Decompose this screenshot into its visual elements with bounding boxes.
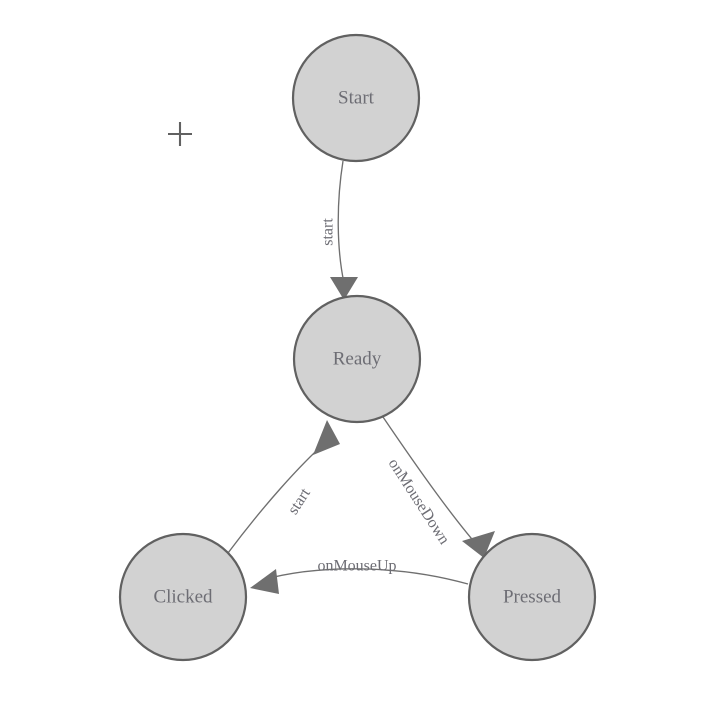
node-pressed-circle xyxy=(467,532,597,662)
arrowhead-into-pressed xyxy=(462,531,495,558)
edge-label-start-return: start xyxy=(285,485,315,518)
edge-path-start-to-ready xyxy=(337,160,345,284)
node-start-circle xyxy=(291,33,421,163)
edge-label-start: start xyxy=(320,218,337,246)
node-clicked[interactable]: Clicked xyxy=(118,532,248,662)
node-start-label: Start xyxy=(338,87,375,108)
node-pressed-label: Pressed xyxy=(503,586,562,607)
node-ready-circle xyxy=(292,294,422,424)
arrowhead-into-ready-top xyxy=(330,277,358,300)
node-ready-label: Ready xyxy=(333,348,382,369)
edge-clicked-to-ready[interactable]: start xyxy=(227,420,340,554)
node-ready[interactable]: Ready xyxy=(292,294,422,424)
edge-start-to-ready[interactable]: start xyxy=(320,160,358,300)
edge-label-onmouseup: onMouseUp xyxy=(317,558,396,575)
crosshair-icon xyxy=(168,122,192,146)
node-start[interactable]: Start xyxy=(291,33,421,163)
node-clicked-circle xyxy=(118,532,248,662)
arrowhead-into-ready-bottom xyxy=(313,420,340,455)
edge-pressed-to-clicked[interactable]: onMouseUp xyxy=(250,558,469,594)
node-clicked-label: Clicked xyxy=(153,586,213,607)
arrowhead-into-clicked xyxy=(250,569,279,594)
edge-path-pressed-to-clicked xyxy=(261,568,469,585)
edge-ready-to-pressed[interactable]: onMouseDown xyxy=(382,416,495,558)
node-pressed[interactable]: Pressed xyxy=(467,532,597,662)
